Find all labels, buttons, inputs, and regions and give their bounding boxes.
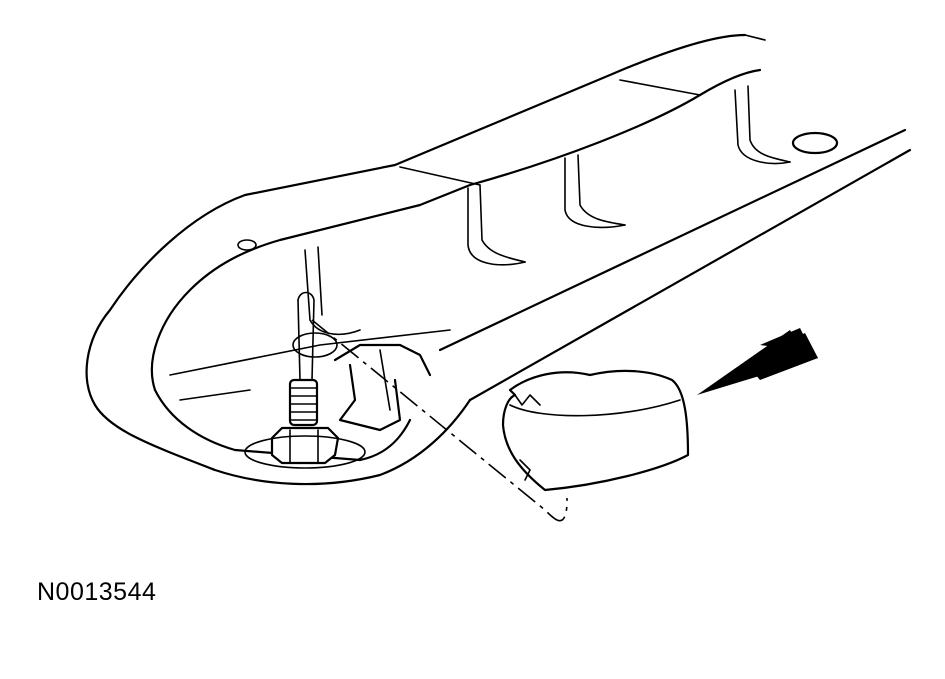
bumper-cap-icon [501,369,690,492]
frame-rail-icon [85,33,912,486]
installation-line [311,319,568,522]
direction-arrow-icon [697,328,818,395]
figure-id-label: N0013544 [37,578,157,606]
stud-bolt-icon [288,291,319,427]
rib-icon [304,85,791,336]
bracket-icon [333,343,432,432]
nut-icon [244,426,366,469]
